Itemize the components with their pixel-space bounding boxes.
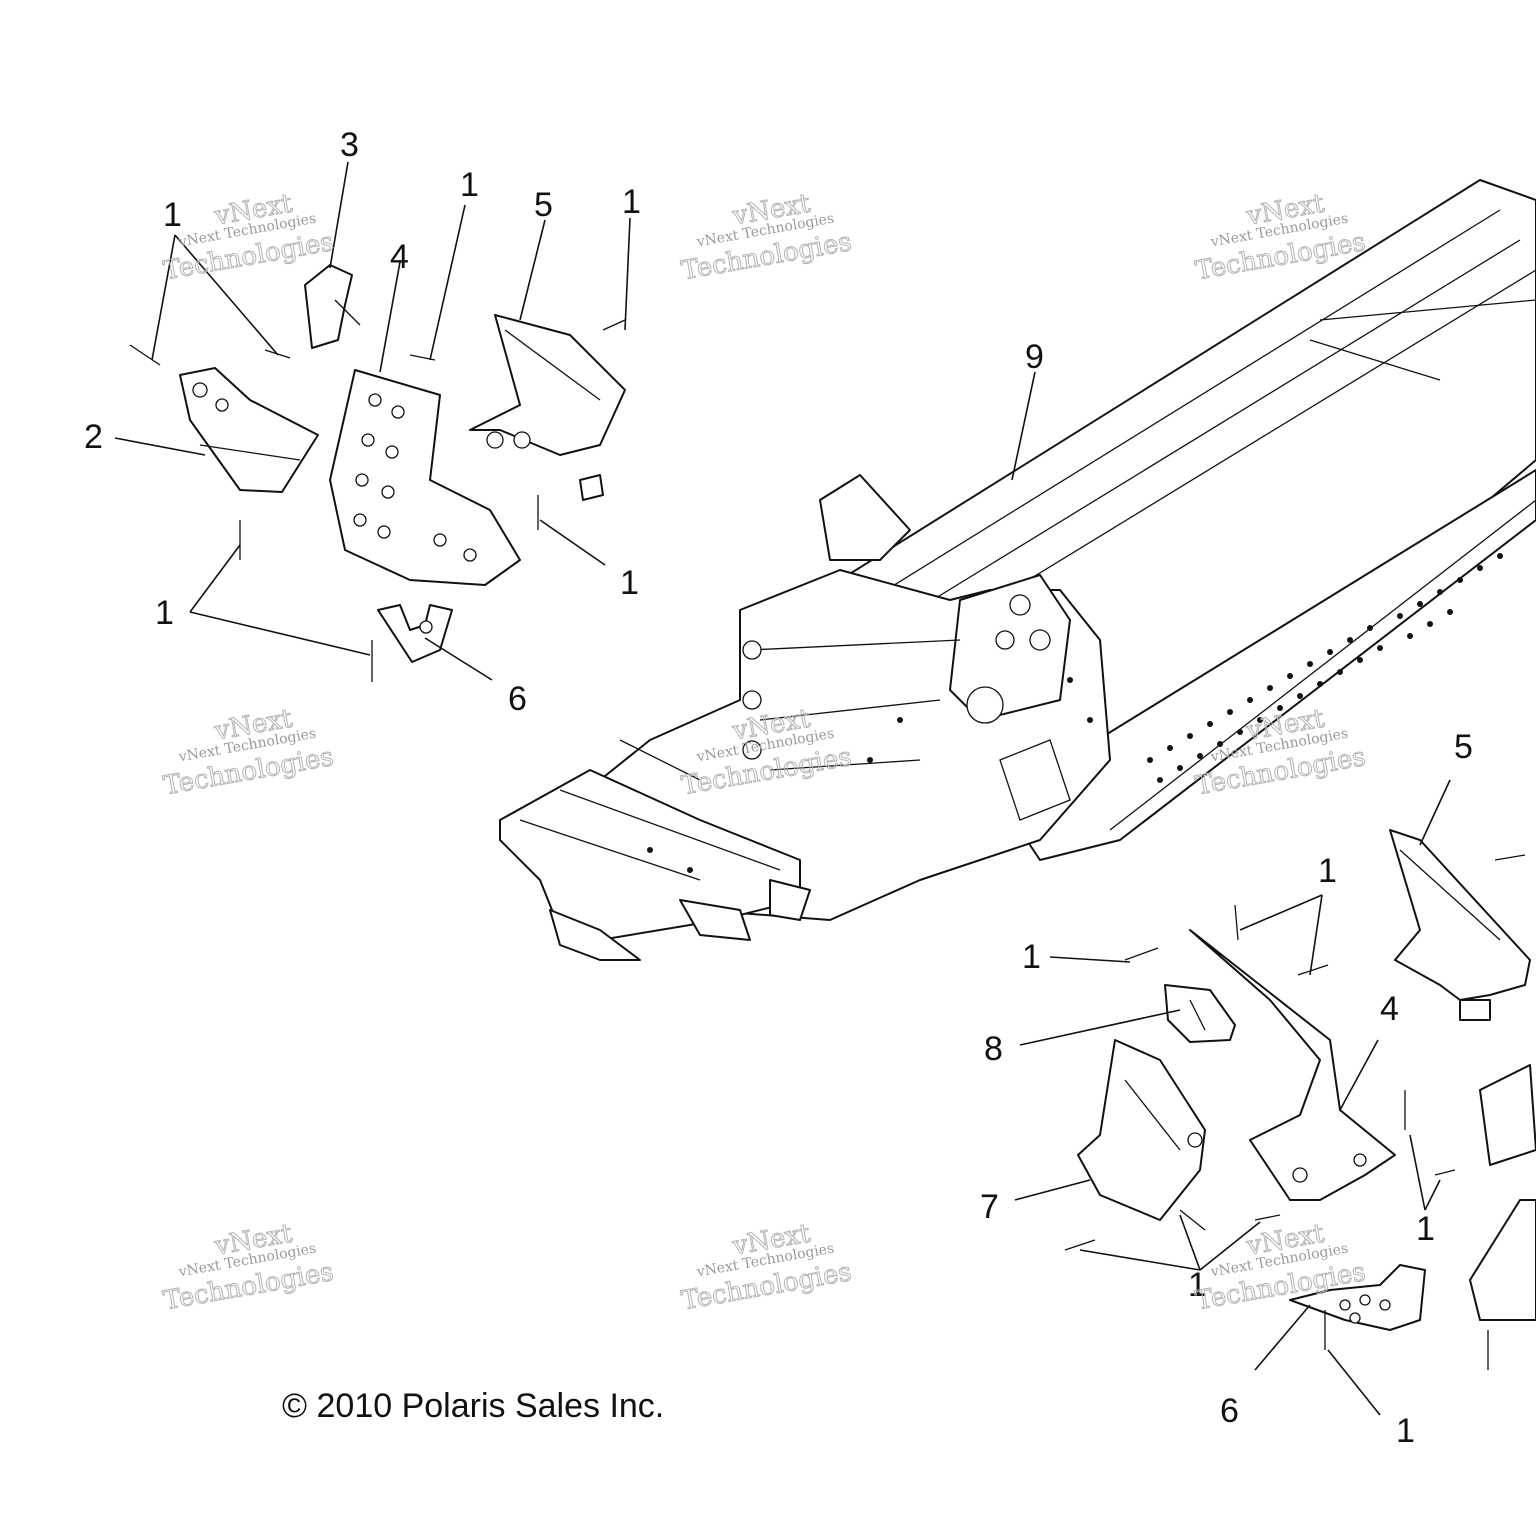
leader-lines bbox=[114, 161, 1451, 1416]
watermark: vNext vNext Technologies Technologies bbox=[161, 1218, 337, 1317]
part-bracket-2 bbox=[179, 367, 319, 493]
watermark: vNext vNext Technologies Technologies bbox=[161, 703, 337, 802]
part-bracket-5-upper bbox=[469, 314, 626, 501]
callout-1: 1 bbox=[155, 594, 174, 632]
callout-2: 2 bbox=[84, 418, 103, 456]
callout-1: 1 bbox=[163, 196, 182, 234]
part-shield-7 bbox=[1077, 1039, 1206, 1221]
part-bracket-8 bbox=[1164, 984, 1236, 1043]
callout-6: 6 bbox=[1220, 1392, 1239, 1430]
watermark: vNext vNext Technologies Technologies bbox=[679, 188, 855, 287]
callout-1: 1 bbox=[622, 183, 641, 221]
callout-1: 1 bbox=[620, 564, 639, 602]
callout-9: 9 bbox=[1025, 338, 1044, 376]
part-bracket-6-upper bbox=[377, 604, 453, 663]
callout-1: 1 bbox=[1022, 938, 1041, 976]
part-bracket-3 bbox=[304, 264, 361, 349]
callout-1: 1 bbox=[1318, 852, 1337, 890]
callout-labels: 1 3 1 5 1 4 9 2 1 1 6 5 1 1 4 8 7 1 1 6 … bbox=[84, 126, 1473, 1450]
callout-4: 4 bbox=[1380, 990, 1399, 1028]
part-bracket-5-lower bbox=[1389, 829, 1531, 1021]
callout-1: 1 bbox=[460, 166, 479, 204]
part-bracket-edge-right bbox=[1469, 1064, 1536, 1321]
callout-1: 1 bbox=[1416, 1210, 1435, 1248]
callout-1: 1 bbox=[1188, 1266, 1207, 1304]
callout-7: 7 bbox=[980, 1188, 999, 1226]
callout-6: 6 bbox=[508, 680, 527, 718]
part-bracket-6-lower bbox=[1289, 1264, 1426, 1331]
part-bracket-4-lower bbox=[1189, 929, 1396, 1201]
fasteners-upper-left bbox=[129, 319, 626, 682]
callout-5: 5 bbox=[534, 186, 553, 224]
callout-5: 5 bbox=[1454, 728, 1473, 766]
chassis-frame bbox=[499, 179, 1536, 961]
callout-8: 8 bbox=[984, 1030, 1003, 1068]
copyright-notice: © 2010 Polaris Sales Inc. bbox=[282, 1387, 664, 1425]
fasteners-lower-right bbox=[1064, 854, 1526, 1370]
callout-3: 3 bbox=[340, 126, 359, 164]
callout-4: 4 bbox=[390, 238, 409, 276]
callout-1: 1 bbox=[1396, 1412, 1415, 1450]
watermark: vNext vNext Technologies Technologies bbox=[679, 1218, 855, 1317]
part-plate-4 bbox=[329, 369, 521, 586]
